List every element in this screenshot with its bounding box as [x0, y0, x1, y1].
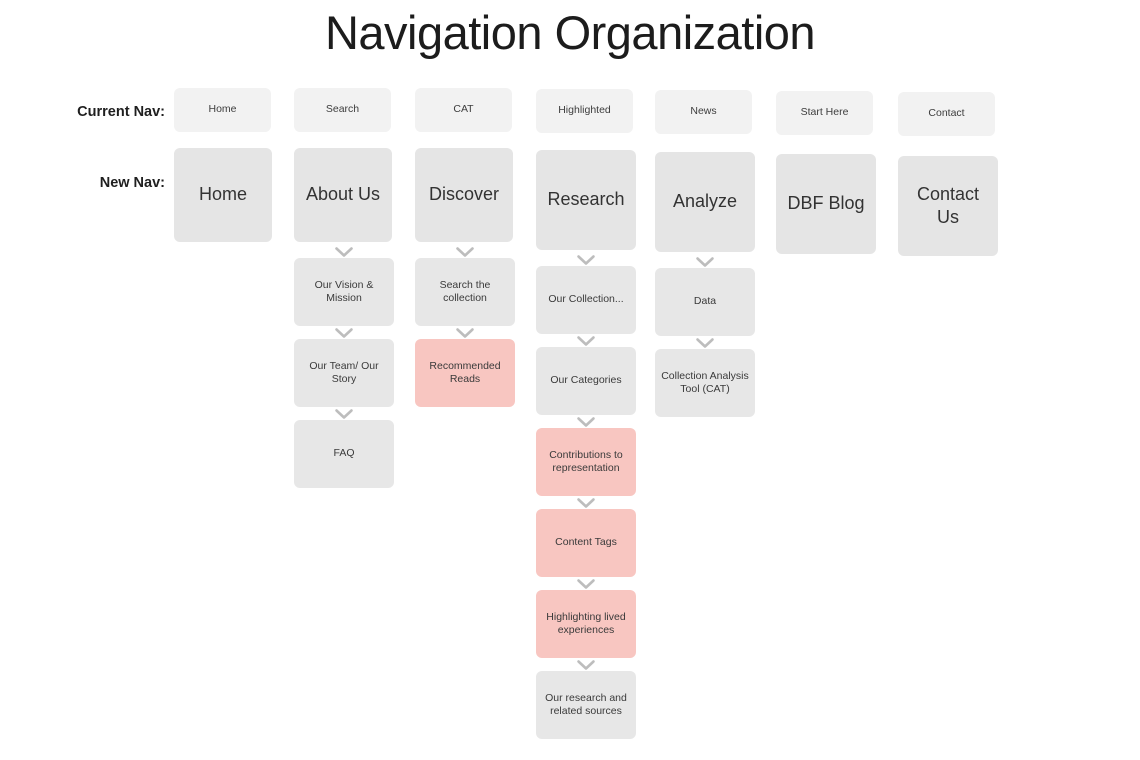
new-nav-item[interactable]: DBF Blog — [776, 154, 876, 254]
new-nav-item[interactable]: Analyze — [655, 152, 755, 252]
current-nav-item[interactable]: Home — [174, 88, 271, 132]
chevron-down-icon — [575, 496, 597, 510]
chevron-down-icon — [333, 245, 355, 259]
chevron-down-icon — [454, 245, 476, 259]
sub-nav-item[interactable]: Search the collection — [415, 258, 515, 326]
sub-nav-item-highlighted[interactable]: Content Tags — [536, 509, 636, 577]
chevron-down-icon — [694, 255, 716, 269]
sub-nav-item-highlighted[interactable]: Highlighting lived experiences — [536, 590, 636, 658]
sub-nav-item[interactable]: Collection Analysis Tool (CAT) — [655, 349, 755, 417]
chevron-down-icon — [694, 336, 716, 350]
new-nav-row-label: New Nav: — [99, 175, 165, 191]
sub-nav-item[interactable]: Our Collection... — [536, 266, 636, 334]
new-nav-item[interactable]: Contact Us — [898, 156, 998, 256]
chevron-down-icon — [575, 334, 597, 348]
new-nav-item[interactable]: Home — [174, 148, 272, 242]
chevron-down-icon — [575, 577, 597, 591]
chevron-down-icon — [575, 253, 597, 267]
sub-nav-item[interactable]: Our research and related sources — [536, 671, 636, 739]
sub-nav-item[interactable]: FAQ — [294, 420, 394, 488]
sub-nav-item[interactable]: Data — [655, 268, 755, 336]
current-nav-item[interactable]: Search — [294, 88, 391, 132]
chevron-down-icon — [575, 658, 597, 672]
current-nav-item[interactable]: News — [655, 90, 752, 134]
current-nav-row-label: Current Nav: — [77, 104, 165, 120]
new-nav-item[interactable]: Discover — [415, 148, 513, 242]
chevron-down-icon — [454, 326, 476, 340]
current-nav-item[interactable]: Start Here — [776, 91, 873, 135]
current-nav-item[interactable]: CAT — [415, 88, 512, 132]
sub-nav-item-highlighted[interactable]: Recommended Reads — [415, 339, 515, 407]
current-nav-item[interactable]: Contact — [898, 92, 995, 136]
sub-nav-item-highlighted[interactable]: Contributions to representation — [536, 428, 636, 496]
new-nav-item[interactable]: Research — [536, 150, 636, 250]
sub-nav-item[interactable]: Our Categories — [536, 347, 636, 415]
sub-nav-item[interactable]: Our Vision & Mission — [294, 258, 394, 326]
page-title: Navigation Organization — [324, 6, 816, 59]
chevron-down-icon — [333, 326, 355, 340]
sub-nav-item[interactable]: Our Team/ Our Story — [294, 339, 394, 407]
chevron-down-icon — [575, 415, 597, 429]
current-nav-item[interactable]: Highlighted — [536, 89, 633, 133]
new-nav-item[interactable]: About Us — [294, 148, 392, 242]
chevron-down-icon — [333, 407, 355, 421]
